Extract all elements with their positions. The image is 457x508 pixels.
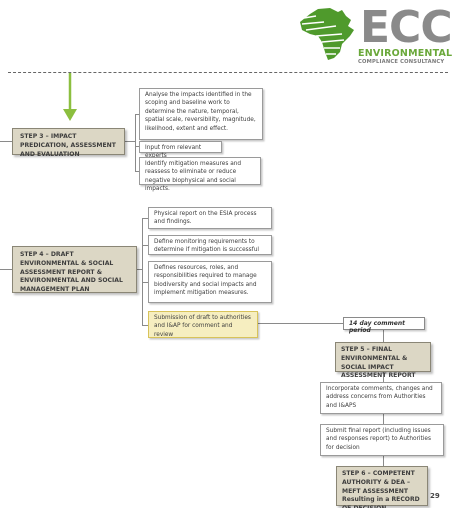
connector [383,330,384,342]
connector [125,141,135,142]
page-number: 29 [430,492,440,500]
step-5-note-submit-final: Submit final report (including issues an… [320,424,444,456]
connector [383,372,384,382]
note-text: Submission of draft to authorities and I… [154,315,251,338]
header-divider [8,72,448,73]
step-6-box: STEP 6 – COMPETENT AUTHORITY & DEA – MEF… [336,466,428,508]
connector [258,323,343,324]
step-6-title: STEP 6 – COMPETENT AUTHORITY & DEA – MEF… [342,470,420,508]
step-4-title: STEP 4 – DRAFT ENVIRONMENTAL & SOCIAL AS… [20,251,123,294]
comment-period-text: 14 day comment period [349,320,405,334]
step-3-note-mitigation: Identify mitigation measures and reasses… [139,157,261,192]
step-4-note-monitoring: Define monitoring requirements to determ… [148,235,272,255]
connector [137,269,142,270]
step-5-box: STEP 5 – FINAL ENVIRONMENTAL & SOCIAL IM… [335,342,431,379]
ecc-logo: ECC ENVIRONMENTAL COMPLIANCE CONSULTANCY [296,4,454,66]
comment-period-label: 14 day comment period [343,317,425,334]
step-4-note-submission: Submission of draft to authorities and I… [148,311,258,338]
connector [142,325,148,326]
logo-letters: ECC [360,2,453,53]
connector [0,141,12,142]
note-text: Physical report on the ESIA process and … [154,211,257,226]
connector [0,269,12,270]
note-text: Identify mitigation measures and reasses… [145,161,242,193]
step-3-box: STEP 3 – IMPACT PREDICATION, ASSESSMENT … [12,128,125,158]
logo-tagline-2: COMPLIANCE CONSULTANCY [358,59,445,65]
connector [142,245,148,246]
connector [383,414,384,424]
step-3-title: STEP 3 – IMPACT PREDICATION, ASSESSMENT … [20,133,116,158]
connector [135,171,139,172]
connector [135,114,136,171]
africa-map-icon [300,8,354,60]
connector [142,218,148,219]
note-text: Input from relevant experts [145,145,202,159]
step-3-note-experts: Input from relevant experts [139,141,222,159]
note-text: Incorporate comments, changes and addres… [326,386,433,409]
note-text: Define monitoring requirements to determ… [154,239,259,254]
step-5-note-incorporate: Incorporate comments, changes and addres… [320,382,442,414]
connector [142,282,148,283]
logo-tagline-1: ENVIRONMENTAL [358,48,453,59]
connector [135,146,139,147]
step-5-title: STEP 5 – FINAL ENVIRONMENTAL & SOCIAL IM… [341,346,416,380]
step-4-box: STEP 4 – DRAFT ENVIRONMENTAL & SOCIAL AS… [12,246,137,293]
connector [142,218,143,325]
note-text: Analyse the impacts identified in the sc… [145,92,256,132]
note-text: Defines resources, roles, and responsibi… [154,265,257,297]
down-arrow-icon [63,73,77,121]
step-3-note-analyse: Analyse the impacts identified in the sc… [139,88,263,140]
connector [135,114,139,115]
note-text: Submit final report (including issues an… [326,428,432,451]
step-4-note-report: Physical report on the ESIA process and … [148,207,272,229]
connector [383,456,384,466]
step-4-note-resources: Defines resources, roles, and responsibi… [148,261,272,303]
